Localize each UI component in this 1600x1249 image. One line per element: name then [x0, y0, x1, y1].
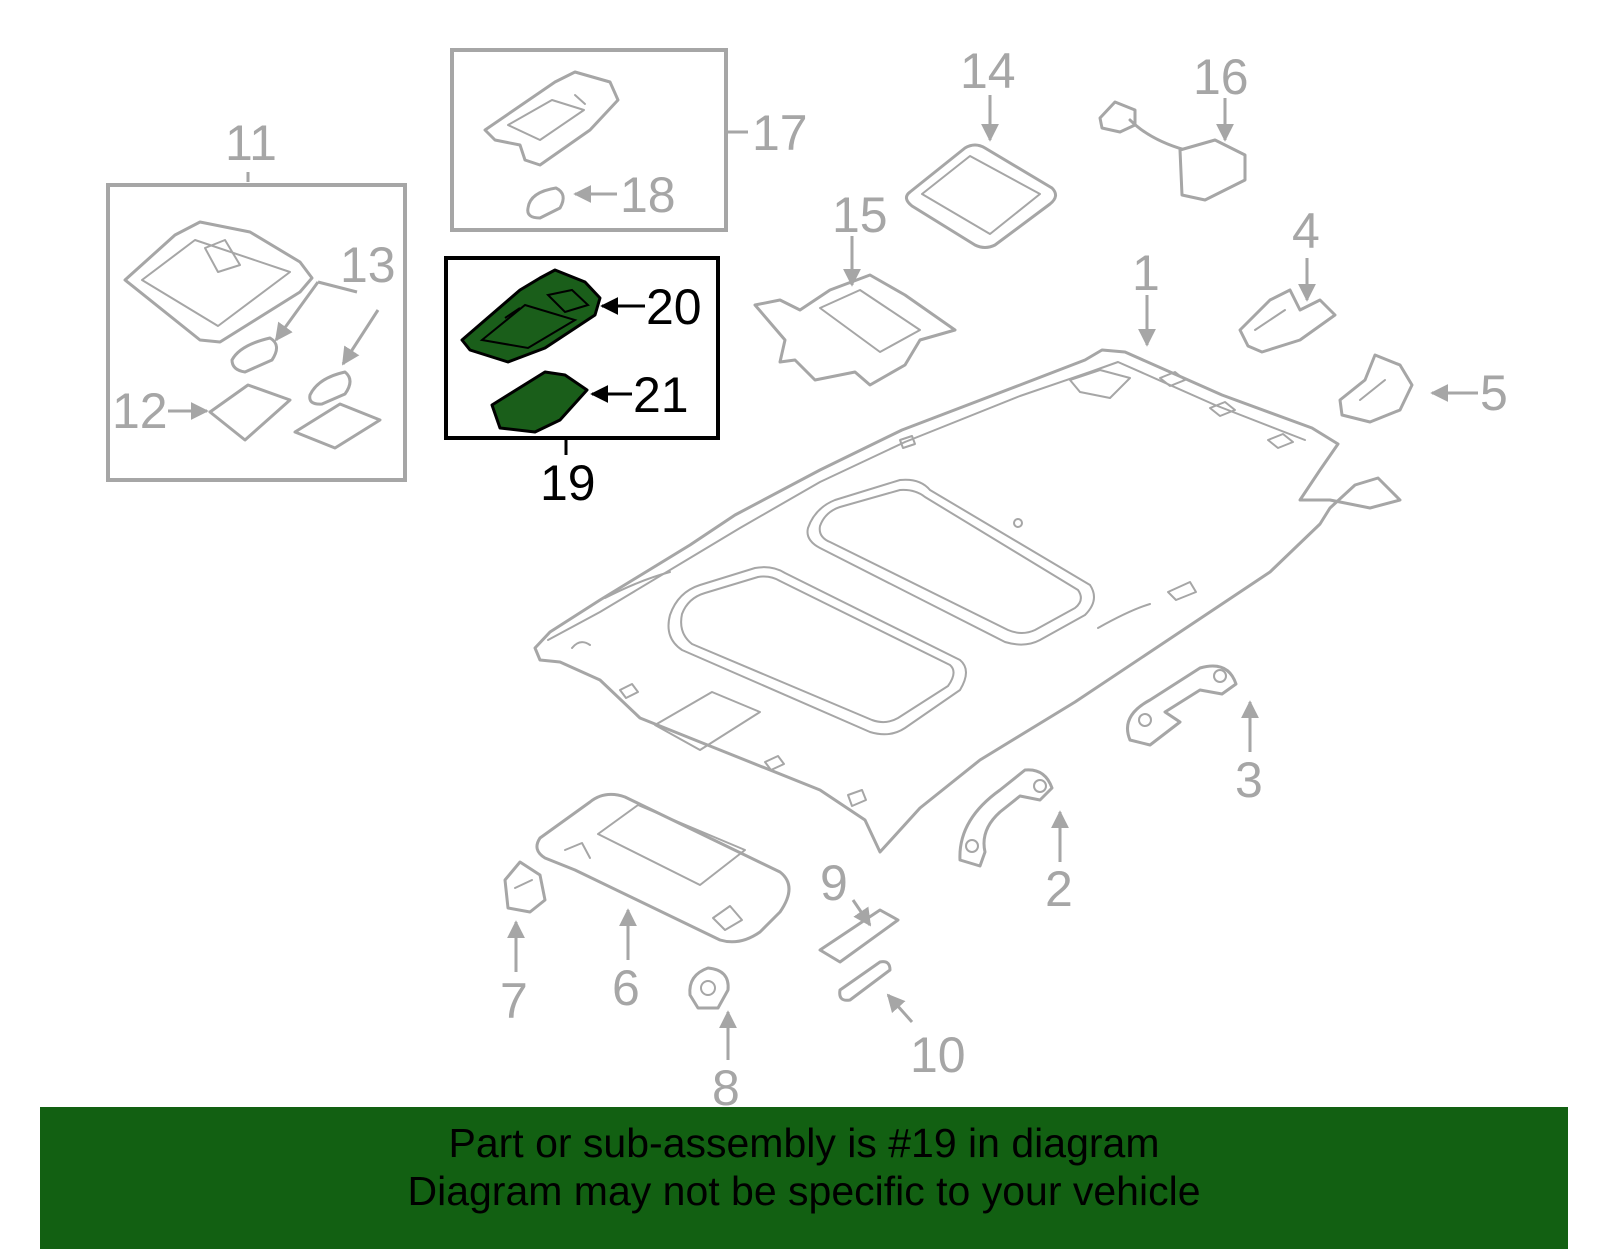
info-banner: Part or sub-assembly is #19 in diagram D… — [40, 1107, 1568, 1249]
callout-6: 6 — [612, 960, 640, 1016]
bracket-part-15 — [753, 273, 957, 387]
callout-10: 10 — [910, 1027, 966, 1083]
callout-19: 19 — [540, 455, 596, 511]
callout-18: 18 — [620, 167, 676, 223]
wire-harness-part-16 — [1098, 100, 1247, 202]
grab-handle-part-2 — [958, 768, 1054, 868]
grab-handle-part-3 — [1126, 664, 1238, 747]
bracket-part-5 — [1338, 353, 1414, 424]
callout-2: 2 — [1045, 861, 1073, 917]
callout-3: 3 — [1235, 752, 1263, 808]
visor-clip-part-7 — [503, 860, 547, 914]
highlighted-part-21 — [490, 370, 589, 434]
bulb-part-10 — [838, 960, 892, 1002]
callout-5: 5 — [1480, 365, 1508, 421]
clip-part-8 — [688, 966, 730, 1010]
assembly-box-11 — [106, 183, 407, 482]
callout-16: 16 — [1193, 49, 1249, 105]
callout-4: 4 — [1292, 203, 1320, 259]
callout-8: 8 — [712, 1060, 740, 1116]
callout-14: 14 — [960, 43, 1016, 99]
callout-1: 1 — [1132, 245, 1160, 301]
banner-line-disclaimer: Diagram may not be specific to your vehi… — [407, 1168, 1201, 1214]
callout-11: 11 — [225, 115, 277, 171]
assembly-box-17 — [450, 48, 728, 232]
headliner-part-1 — [533, 348, 1402, 854]
lamp-lens-part-9 — [818, 908, 900, 964]
callout-20: 20 — [646, 279, 702, 335]
highlighted-part-20 — [460, 268, 602, 364]
sun-visor-part-6 — [535, 792, 791, 944]
callout-9: 9 — [820, 855, 848, 911]
callout-15: 15 — [832, 187, 888, 243]
panel-part-14 — [905, 143, 1057, 249]
callout-13: 13 — [340, 237, 396, 293]
assembly-box-19 — [444, 256, 720, 440]
callout-21: 21 — [633, 367, 689, 423]
callout-17: 17 — [752, 105, 808, 161]
banner-line-part-number: Part or sub-assembly is #19 in diagram — [448, 1120, 1160, 1166]
callout-7: 7 — [500, 973, 528, 1029]
bracket-part-4 — [1238, 288, 1337, 354]
callout-12: 12 — [112, 383, 168, 439]
